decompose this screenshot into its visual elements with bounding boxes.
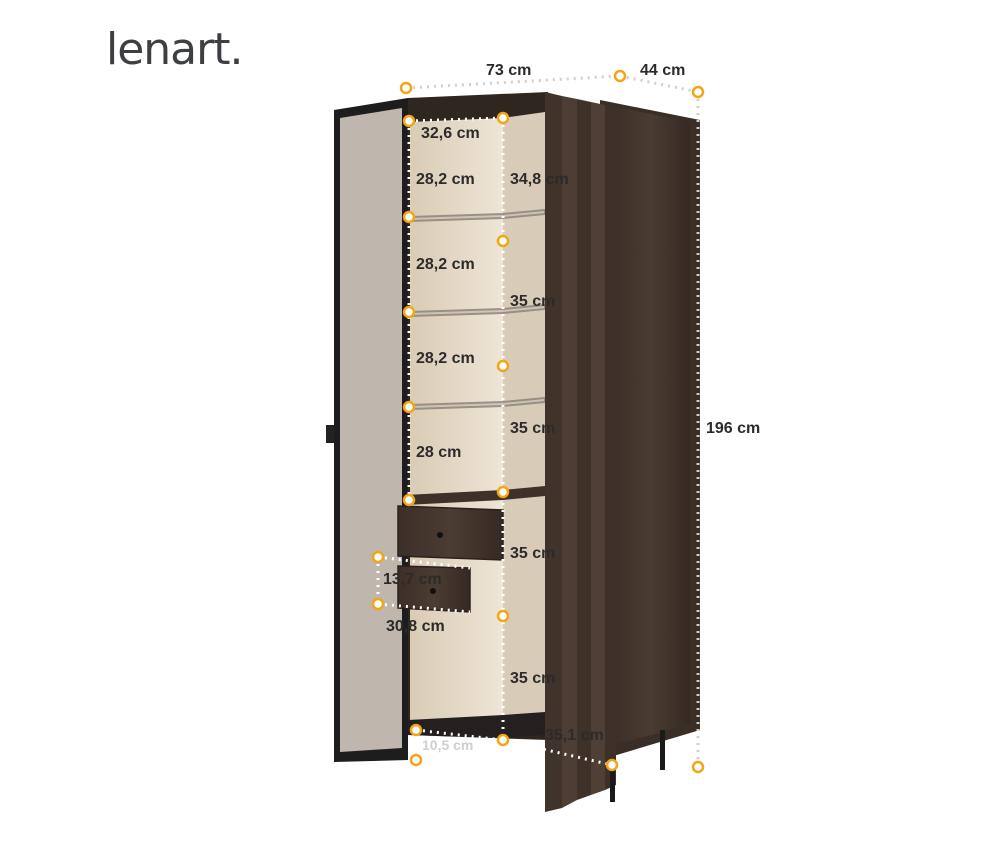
drawer-width-label: 30,8 cm xyxy=(386,618,445,635)
outer-dimension-lines xyxy=(405,74,700,767)
left-door xyxy=(326,98,408,762)
right-panel xyxy=(545,92,700,812)
shelf-4-label: 28 cm xyxy=(416,444,462,461)
right-4-label: 35 cm xyxy=(510,670,556,687)
right-3-label: 35 cm xyxy=(510,545,556,562)
dimension-markers xyxy=(371,69,705,774)
depth-label: 44 cm xyxy=(640,62,686,79)
height-label: 196 cm xyxy=(706,420,761,437)
width-label: 73 cm xyxy=(486,62,532,79)
right-depth-label: 35,1 cm xyxy=(545,727,604,744)
shelf-2-label: 28,2 cm xyxy=(416,256,475,273)
drawer-height-label: 13,7 cm xyxy=(383,571,442,588)
shelf-3-label: 28,2 cm xyxy=(416,350,475,367)
inner-width-label: 32,6 cm xyxy=(421,125,480,142)
brand-logo: lenart. xyxy=(106,24,243,75)
leg-height-label: 10,5 cm xyxy=(422,737,474,753)
right-1-label: 35 cm xyxy=(510,293,556,310)
shelf-1-label: 28,2 cm xyxy=(416,171,475,188)
right-top-label: 34,8 cm xyxy=(510,171,569,188)
right-2-label: 35 cm xyxy=(510,420,556,437)
cabinet-interior xyxy=(397,92,548,740)
